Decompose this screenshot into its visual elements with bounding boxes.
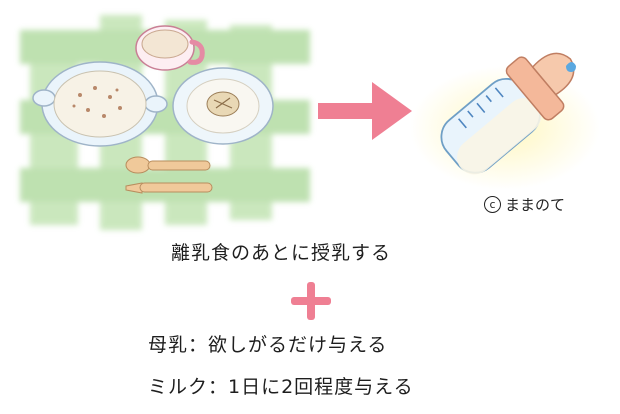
main-instruction: 離乳食のあとに授乳する [171, 242, 392, 264]
formula-instruction: ミルク：1日に2回程度与える [148, 376, 414, 398]
copyright-credit: c ままのて [484, 193, 565, 215]
copyright-mark: c [484, 195, 501, 213]
plus-icon [291, 282, 331, 320]
baby-bottle-illustration [410, 52, 600, 190]
credit-text: ままのて [505, 195, 566, 214]
breast-milk-instruction: 母乳：欲しがるだけ与える [148, 334, 388, 356]
baby-food-meal-illustration [32, 25, 274, 194]
illustration-scene [20, 15, 600, 230]
pink-arrow-right-icon [318, 82, 412, 140]
